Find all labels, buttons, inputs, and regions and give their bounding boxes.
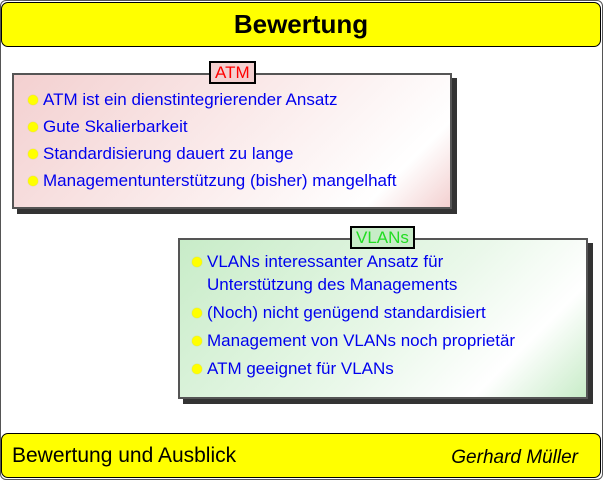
footer-author: Gerhard Müller (451, 447, 578, 468)
vlans-box: VLANs interessanter Ansatz für Unterstüt… (178, 238, 588, 399)
vlans-label: VLANs (350, 226, 415, 249)
list-item: ATM ist ein dienstintegrierender Ansatz (28, 88, 396, 111)
vlans-list: VLANs interessanter Ansatz für Unterstüt… (192, 250, 515, 385)
list-item: ATM geeignet für VLANs (192, 357, 515, 380)
footer-bar: Bewertung und Ausblick Gerhard Müller (1, 433, 601, 478)
list-item: Standardisierung dauert zu lange (28, 142, 396, 165)
atm-label: ATM (209, 61, 256, 84)
atm-list: ATM ist ein dienstintegrierender Ansatz … (28, 88, 396, 196)
footer-section-title: Bewertung und Ausblick (12, 444, 237, 467)
slide-title: Bewertung (1, 2, 601, 47)
list-item: Management von VLANs noch proprietär (192, 329, 515, 352)
list-item: (Noch) nicht genügend standardisiert (192, 301, 515, 324)
atm-box: ATM ist ein dienstintegrierender Ansatz … (12, 73, 452, 209)
list-item: VLANs interessanter Ansatz für Unterstüt… (192, 250, 492, 296)
list-item: Gute Skalierbarkeit (28, 115, 396, 138)
list-item: Managementunterstützung (bisher) mangelh… (28, 169, 396, 192)
